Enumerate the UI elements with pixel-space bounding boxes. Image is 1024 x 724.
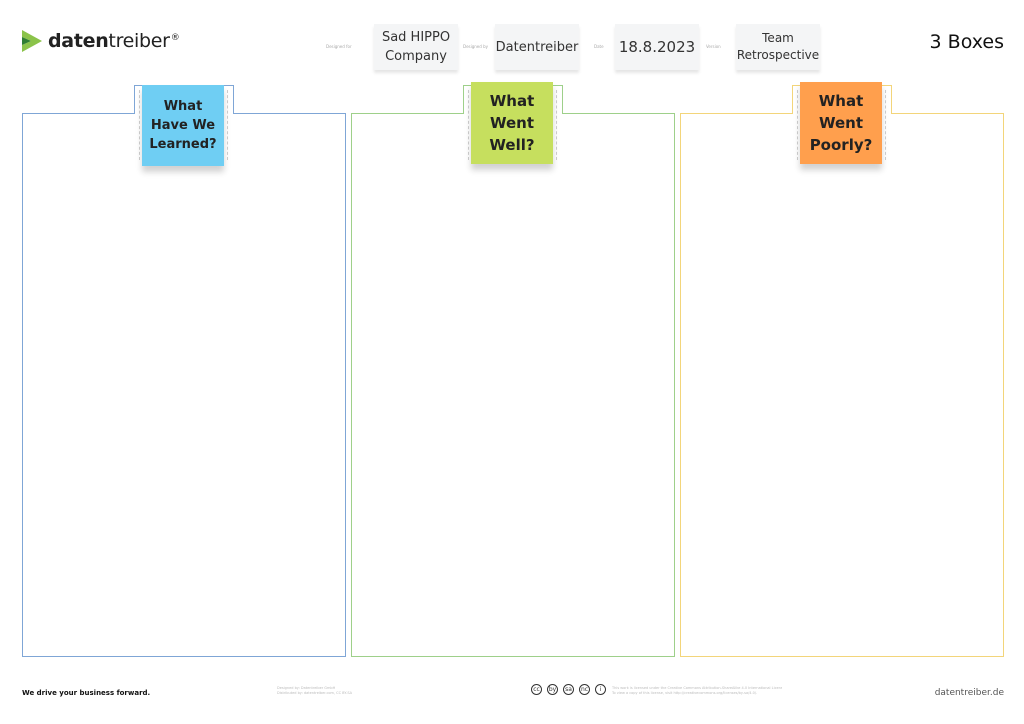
- logo-wordmark: datentreiber®: [48, 30, 180, 52]
- sticky-note-went-well-text: What Went Well?: [489, 92, 535, 154]
- date-field[interactable]: 18.8.2023: [615, 24, 699, 70]
- date-value: 18.8.2023: [618, 38, 696, 56]
- logo-arrow-icon: [22, 30, 42, 52]
- version-label: Version: [706, 44, 721, 49]
- designed-by-label: Designed by: [463, 44, 488, 49]
- footer-credits-line: Distributed by: datentreiber.com, CC BY-…: [277, 691, 353, 695]
- sticky-note-learned-text: What Have We Learned?: [149, 99, 217, 152]
- sticky-note-went-poorly[interactable]: What Went Poorly?: [800, 82, 882, 164]
- sticky-guide-left: [797, 90, 798, 160]
- sticky-guide-left: [139, 90, 140, 160]
- sticky-guide-left: [468, 90, 469, 160]
- datentreiber-logo: datentreiber®: [22, 28, 180, 54]
- column-went-well[interactable]: [351, 113, 675, 657]
- footer-license: This work is licensed under the Creative…: [612, 686, 782, 696]
- designed-by-value: Datentreiber: [495, 39, 579, 55]
- cc-nc-icon: nc: [579, 684, 590, 695]
- footer-slogan: We drive your business forward.: [22, 689, 151, 697]
- designed-for-value: Sad HIPPO Company: [381, 30, 451, 64]
- cc-icon: cc: [531, 684, 542, 695]
- sticky-guide-right: [227, 90, 228, 160]
- canvas-title: 3 Boxes: [929, 31, 1004, 53]
- designed-for-label: Designed for: [326, 44, 352, 49]
- footer-license-line: To view a copy of this license, visit ht…: [612, 691, 758, 695]
- sticky-note-went-well[interactable]: What Went Well?: [471, 82, 553, 164]
- sticky-note-learned[interactable]: What Have We Learned?: [142, 85, 224, 166]
- date-label: Date: [594, 44, 604, 49]
- version-field[interactable]: Team Retrospective: [736, 24, 820, 70]
- sticky-guide-right: [885, 90, 886, 160]
- designed-for-field[interactable]: Sad HIPPO Company: [374, 24, 458, 70]
- footer-credits-line: Designed by: Datentreiber GmbH: [277, 686, 336, 690]
- cc-by-icon: by: [547, 684, 558, 695]
- column-learned[interactable]: [22, 113, 346, 657]
- info-icon: i: [595, 684, 606, 695]
- license-icons: cc by sa nc i: [531, 684, 606, 695]
- sticky-note-went-poorly-text: What Went Poorly?: [809, 92, 873, 154]
- footer-credits: Designed by: Datentreiber GmbH Distribut…: [277, 686, 352, 696]
- footer-website-link[interactable]: datentreiber.de: [934, 688, 1004, 698]
- version-value: Team Retrospective: [736, 31, 820, 62]
- cc-sa-icon: sa: [563, 684, 574, 695]
- sticky-guide-right: [556, 90, 557, 160]
- column-went-poorly[interactable]: [680, 113, 1004, 657]
- designed-by-field[interactable]: Datentreiber: [495, 24, 579, 70]
- footer-license-line: This work is licensed under the Creative…: [612, 686, 782, 690]
